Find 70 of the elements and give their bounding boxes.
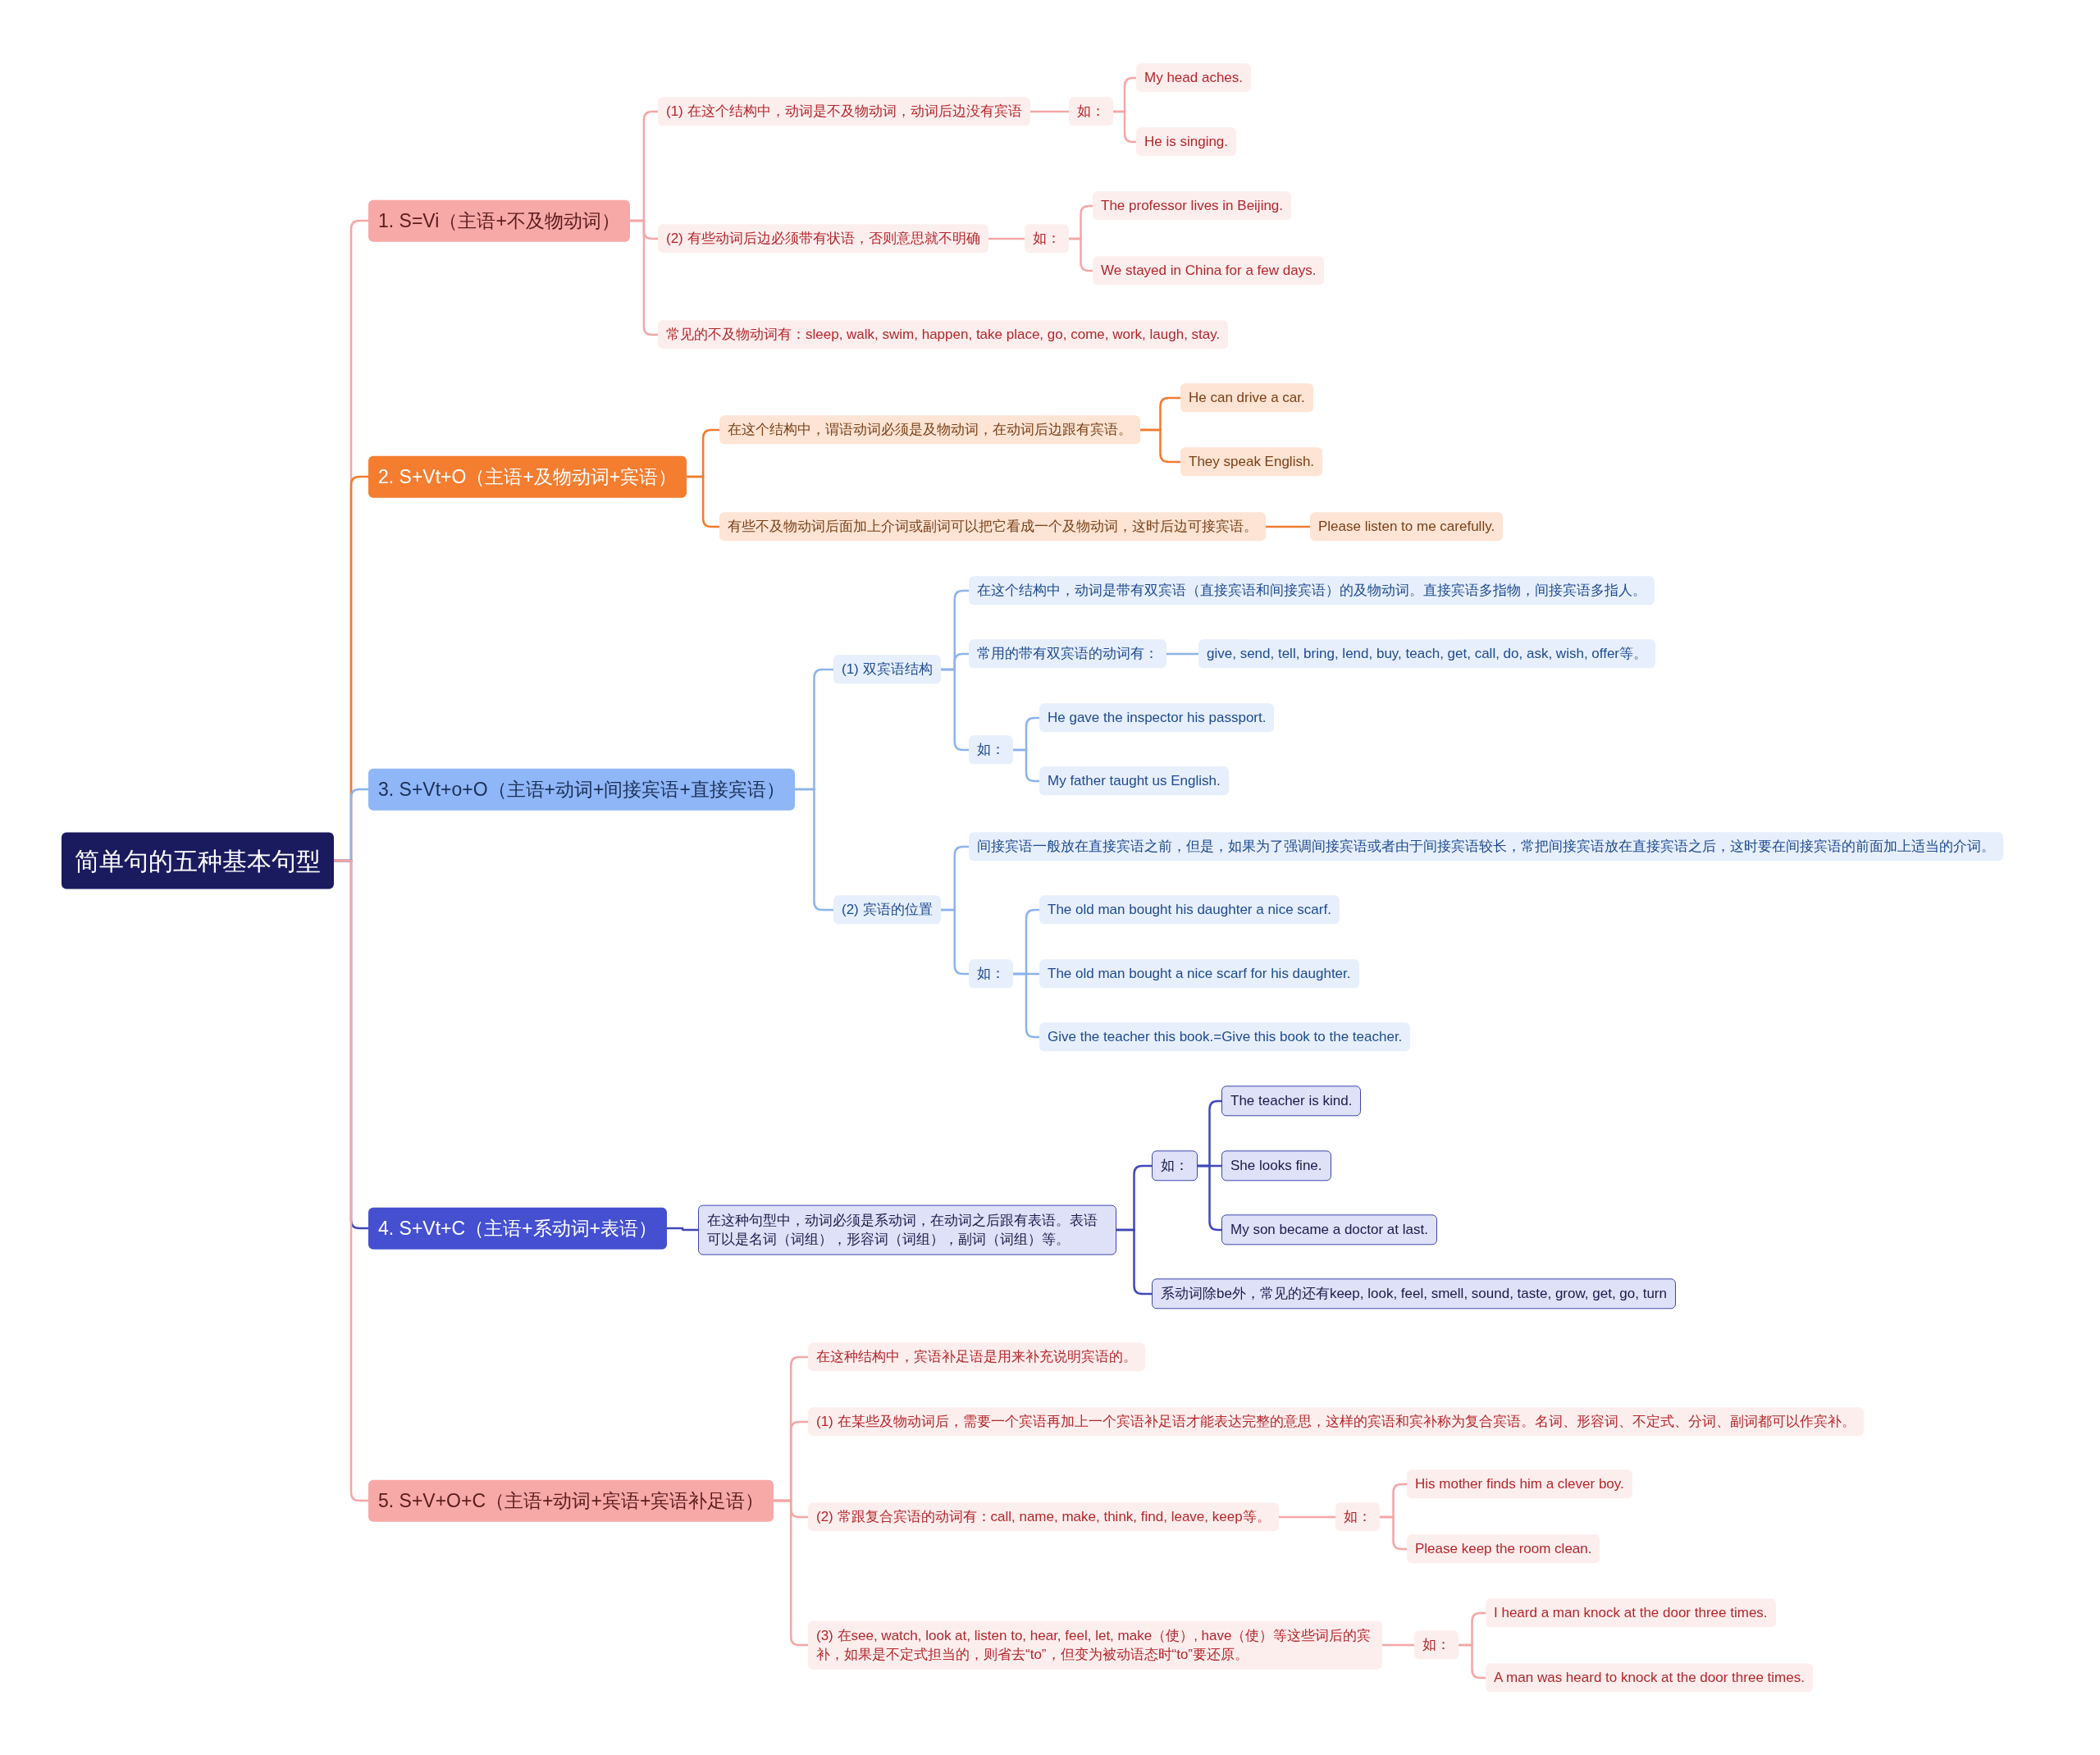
connector bbox=[1029, 110, 1069, 113]
branch-topic: 1. S=Vi（主语+不及物动词） bbox=[368, 199, 630, 242]
connector bbox=[1382, 1643, 1414, 1647]
subtopic: give, send, tell, bring, lend, buy, teach, get, call, do, ask, wish, offer等。 bbox=[1198, 639, 1656, 669]
connector bbox=[1266, 525, 1310, 528]
subtopic: I heard a man knock at the door three times. bbox=[1486, 1598, 1776, 1628]
connector bbox=[334, 859, 368, 1502]
subtopic: The teacher is kind. bbox=[1221, 1085, 1362, 1117]
branch-topic: 2. S+Vt+O（主语+及物动词+宾语） bbox=[368, 455, 687, 498]
subtopic: 如： bbox=[1069, 97, 1113, 126]
subtopic: My father taught us English. bbox=[1039, 766, 1229, 796]
subtopic: 在这种句型中，动词必须是系动词，在动词之后跟有表语。表语可以是名词（词组），形容词（词组），副词（词组）等。 bbox=[698, 1204, 1116, 1255]
subtopic: 如： bbox=[1152, 1150, 1198, 1181]
connector bbox=[940, 668, 969, 752]
branch-topic: 3. S+Vt+o+O（主语+动词+间接宾语+直接宾语） bbox=[368, 768, 795, 811]
subtopic: 如： bbox=[969, 959, 1013, 989]
subtopic: My son became a doctor at last. bbox=[1221, 1214, 1437, 1245]
subtopic: (2) 常跟复合宾语的动词有：call, name, make, think, find, leave, keep等。 bbox=[808, 1502, 1279, 1532]
root-topic: 简单句的五种基本句型 bbox=[62, 832, 334, 889]
subtopic: They speak English. bbox=[1180, 447, 1323, 477]
subtopic: 系动词除be外，常见的还有keep, look, feel, smell, sound, taste, grow, get, go, turn bbox=[1152, 1278, 1676, 1309]
connector bbox=[1113, 110, 1136, 144]
subtopic: 如： bbox=[1025, 224, 1069, 254]
connector bbox=[1278, 1515, 1335, 1519]
subtopic: 如： bbox=[1335, 1502, 1380, 1532]
subtopic: The old man bought his daughter a nice scarf. bbox=[1039, 895, 1340, 925]
connector bbox=[629, 219, 658, 336]
subtopic: (3) 在see, watch, look at, listen to, hear, feel, let, make（使）, have（使）等这些词后的宾补，如果是不定式担当的，则省去“to”，但变为被动语态时“to”要还原。 bbox=[808, 1620, 1382, 1670]
subtopic: 有些不及物动词后面加上介词或副词可以把它看成一个及物动词，这时后边可接宾语。 bbox=[719, 512, 1266, 542]
subtopic: 在这种结构中，宾语补足语是用来补充说明宾语的。 bbox=[808, 1342, 1145, 1372]
branch-topic: 4. S+Vt+C（主语+系动词+表语） bbox=[368, 1207, 667, 1250]
subtopic: A man was heard to knock at the door three times. bbox=[1486, 1663, 1813, 1693]
subtopic: The professor lives in Beijing. bbox=[1093, 191, 1292, 221]
connector bbox=[1069, 237, 1093, 272]
subtopic: He is singing. bbox=[1136, 127, 1237, 157]
subtopic: 常见的不及物动词有：sleep, walk, swim, happen, take place, go, come, work, laugh, stay. bbox=[658, 320, 1229, 350]
subtopic: He gave the inspector his passport. bbox=[1039, 703, 1275, 733]
subtopic: She looks fine. bbox=[1221, 1150, 1331, 1181]
connector bbox=[1116, 1228, 1152, 1296]
connector bbox=[988, 237, 1025, 240]
subtopic: Please keep the room clean. bbox=[1407, 1534, 1600, 1564]
connector bbox=[1140, 428, 1180, 464]
subtopic: (1) 双宾语结构 bbox=[833, 655, 941, 684]
connector bbox=[774, 1499, 808, 1647]
connector bbox=[1166, 652, 1198, 656]
subtopic: 如： bbox=[969, 735, 1013, 765]
subtopic: 在这个结构中，动词是带有双宾语（直接宾语和间接宾语）的及物动词。直接宾语多指物，间接宾语多指人。 bbox=[969, 576, 1655, 606]
connector bbox=[1459, 1643, 1486, 1680]
connector bbox=[667, 1227, 698, 1232]
subtopic: His mother finds him a clever boy. bbox=[1407, 1469, 1632, 1499]
connector bbox=[1013, 748, 1039, 783]
subtopic: Give the teacher this book.=Give this book to the teacher. bbox=[1039, 1022, 1411, 1052]
subtopic: (2) 有些动词后边必须带有状语，否则意思就不明确 bbox=[658, 224, 988, 254]
branch-topic: 5. S+V+O+C（主语+动词+宾语+宾语补足语） bbox=[368, 1479, 774, 1522]
subtopic: 间接宾语一般放在直接宾语之前，但是，如果为了强调间接宾语或者由于间接宾语较长，常把间接宾语放在直接宾语之后，这时要在间接宾语的前面加上适当的介词。 bbox=[969, 832, 2003, 862]
subtopic: My head aches. bbox=[1136, 63, 1251, 93]
connector bbox=[940, 908, 969, 976]
subtopic: Please listen to me carefully. bbox=[1310, 512, 1504, 542]
subtopic: 在这个结构中，谓语动词必须是及物动词，在动词后边跟有宾语。 bbox=[719, 415, 1140, 445]
subtopic: (1) 在某些及物动词后，需要一个宾语再加上一个宾语补足语才能表达完整的意思，这样的宾语和宾补称为复合宾语。名词、形容词、不定式、分词、副词都可以作宾补。 bbox=[808, 1407, 1864, 1437]
subtopic: We stayed in China for a few days. bbox=[1093, 256, 1325, 286]
subtopic: (2) 宾语的位置 bbox=[833, 895, 941, 925]
connector bbox=[794, 788, 833, 912]
subtopic: 如： bbox=[1414, 1630, 1459, 1660]
subtopic: 常用的带有双宾语的动词有： bbox=[969, 639, 1166, 669]
subtopic: He can drive a car. bbox=[1180, 383, 1313, 413]
subtopic: (1) 在这个结构中，动词是不及物动词，动词后边没有宾语 bbox=[658, 97, 1030, 126]
connector bbox=[687, 475, 719, 528]
subtopic: The old man bought a nice scarf for his daughter. bbox=[1039, 959, 1359, 989]
connector bbox=[1380, 1515, 1407, 1551]
